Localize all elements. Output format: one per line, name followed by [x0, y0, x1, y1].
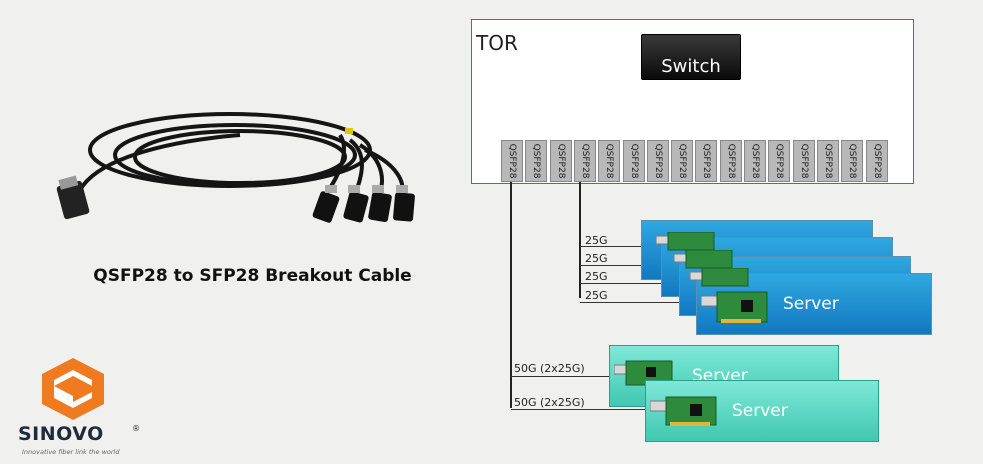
qsfp28-port: QSFP28	[622, 140, 645, 182]
qsfp28-port: QSFP28	[865, 140, 888, 182]
link-line	[580, 246, 660, 247]
qsfp28-port: QSFP28	[549, 140, 572, 182]
port-label: QSFP28	[628, 143, 639, 179]
port-label: QSFP28	[725, 143, 736, 179]
port-label: QSFP28	[822, 143, 833, 179]
server-label: Server	[732, 401, 788, 421]
qsfp28-port: QSFP28	[501, 140, 523, 182]
trunk-line-50g	[510, 182, 512, 408]
qsfp28-port: QSFP28	[744, 140, 766, 182]
link-line	[511, 409, 646, 410]
link-label-25g: 25G	[585, 252, 608, 265]
qsfp28-connector	[56, 175, 90, 220]
nic-card-icon	[650, 396, 717, 426]
trunk-line-25g	[579, 182, 581, 298]
link-line	[580, 302, 695, 303]
sinovo-logo-icon	[42, 358, 104, 420]
link-line	[580, 283, 680, 284]
link-label-25g: 25G	[585, 234, 608, 247]
link-label-25g: 25G	[585, 270, 608, 283]
port-label: QSFP28	[798, 143, 809, 179]
qsfp28-port: QSFP28	[768, 140, 791, 182]
cable-caption: QSFP28 to SFP28 Breakout Cable	[93, 266, 412, 286]
port-label: QSFP28	[507, 143, 517, 179]
switch-box: Switch	[641, 34, 741, 80]
port-label: QSFP28	[604, 143, 615, 179]
qsfp28-port: QSFP28	[816, 140, 839, 182]
qsfp28-port: QSFP28	[719, 140, 742, 182]
sfp28-connectors	[312, 191, 415, 223]
port-label: QSFP28	[847, 143, 858, 179]
logo-registered-mark: ®	[132, 424, 140, 433]
tor-label: TOR	[476, 31, 518, 55]
logo-wordmark: SINOVO	[18, 423, 104, 445]
link-label-50g: 50G (2x25G)	[514, 362, 585, 375]
link-label-25g: 25G	[585, 289, 608, 302]
logo-tagline: Innovative fiber link the world	[22, 448, 120, 456]
link-line	[580, 265, 660, 266]
qsfp28-port: QSFP28	[573, 140, 596, 182]
port-label: QSFP28	[555, 143, 566, 179]
qsfp28-port: QSFP28	[598, 140, 621, 182]
port-label: QSFP28	[701, 143, 712, 179]
port-label: QSFP28	[774, 143, 785, 179]
qsfp28-port: QSFP28	[525, 140, 548, 182]
port-label: QSFP28	[531, 143, 542, 179]
port-label: QSFP28	[871, 143, 882, 179]
server-label: Server	[783, 294, 839, 314]
qsfp28-port: QSFP28	[646, 140, 669, 182]
port-label: QSFP28	[652, 143, 663, 179]
nic-card-icon	[656, 232, 715, 251]
link-line	[511, 376, 611, 377]
nic-card-icon	[690, 268, 749, 287]
breakout-cable-photo	[56, 112, 415, 223]
server-card-50g: Server	[645, 380, 879, 442]
qsfp28-port: QSFP28	[841, 140, 864, 182]
qsfp28-port: QSFP28	[792, 140, 815, 182]
port-label: QSFP28	[677, 143, 688, 179]
qsfp28-port: QSFP28	[671, 140, 694, 182]
qsfp28-port: QSFP28	[695, 140, 718, 182]
nic-card-icon	[674, 250, 733, 269]
link-label-50g: 50G (2x25G)	[514, 396, 585, 409]
port-label: QSFP28	[750, 143, 760, 179]
nic-card-icon	[701, 291, 768, 323]
port-label: QSFP28	[579, 143, 590, 179]
